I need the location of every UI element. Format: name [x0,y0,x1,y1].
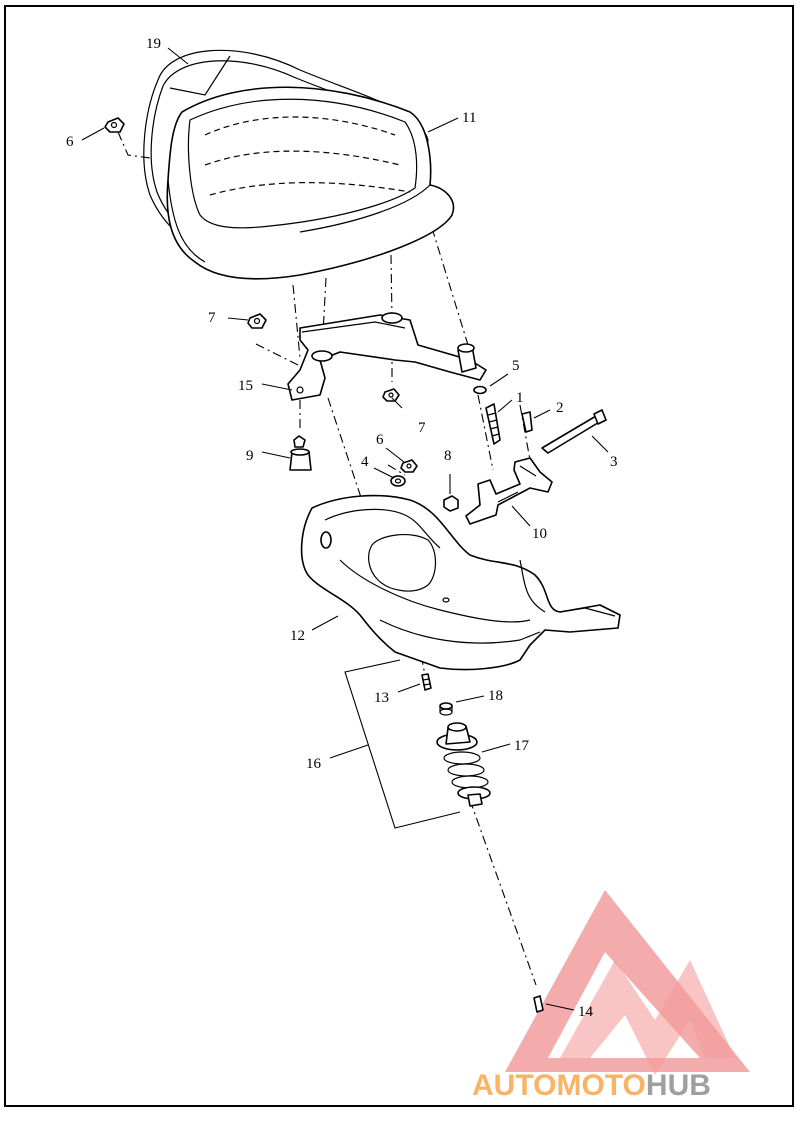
callout-10: 10 [532,526,547,542]
part-7-nut-lower [382,388,400,402]
callout-7-upper: 7 [208,310,216,326]
watermark-logo: AUTOMOTOHUB [472,890,750,1102]
callout-6-middle: 6 [376,432,384,448]
part-7-nut-upper [247,313,267,329]
callout-14: 14 [578,1004,594,1020]
callout-labels: 19 6 11 7 15 5 7 1 2 3 9 6 4 8 10 12 13 … [66,36,618,1020]
part-10-mount-bracket [465,457,553,525]
callout-5: 5 [512,358,520,374]
callout-16: 16 [306,756,322,772]
callout-15: 15 [238,378,253,394]
callout-11: 11 [462,110,476,126]
part-9-spacer [289,435,312,471]
callout-13: 13 [374,690,389,706]
part-1-bolt [485,403,501,445]
part-17-spring-damper [436,722,491,807]
part-6-nut-middle [400,459,418,473]
watermark-text-right: HUB [646,1069,711,1102]
callout-3: 3 [610,454,618,470]
callout-19: 19 [146,36,161,52]
callout-8: 8 [444,448,452,464]
watermark-m-icon [560,960,735,1075]
callout-12: 12 [290,628,305,644]
callout-2: 2 [556,400,564,416]
part-6-nut-upper [104,117,125,133]
callout-7-lower: 7 [418,420,426,436]
watermark-text: AUTOMOTOHUB [472,1069,711,1102]
part-14-screw [533,995,544,1013]
part-3-long-bolt [541,409,607,454]
callout-9: 9 [246,448,254,464]
watermark-triangle-icon [505,890,750,1072]
leader-lines [81,47,609,1011]
callout-4: 4 [361,454,369,470]
callout-6-upper: 6 [66,134,74,150]
part-2-bolt [521,411,533,433]
callout-18: 18 [488,688,503,704]
part-5-washer [473,385,487,395]
callout-1: 1 [516,390,524,406]
part-8-grommet [443,495,459,512]
part-16-assembly-bracket [344,659,461,829]
diagram-frame [4,5,794,1107]
part-11-seat [166,86,455,280]
part-15-seat-bracket [287,312,487,401]
part-18-bushing [439,702,453,716]
part-4-washer [390,475,406,487]
part-12-body-cover [300,494,621,671]
callout-17: 17 [514,738,530,754]
part-13-pin [421,673,432,691]
watermark-text-left: AUTOMOTO [472,1069,646,1102]
